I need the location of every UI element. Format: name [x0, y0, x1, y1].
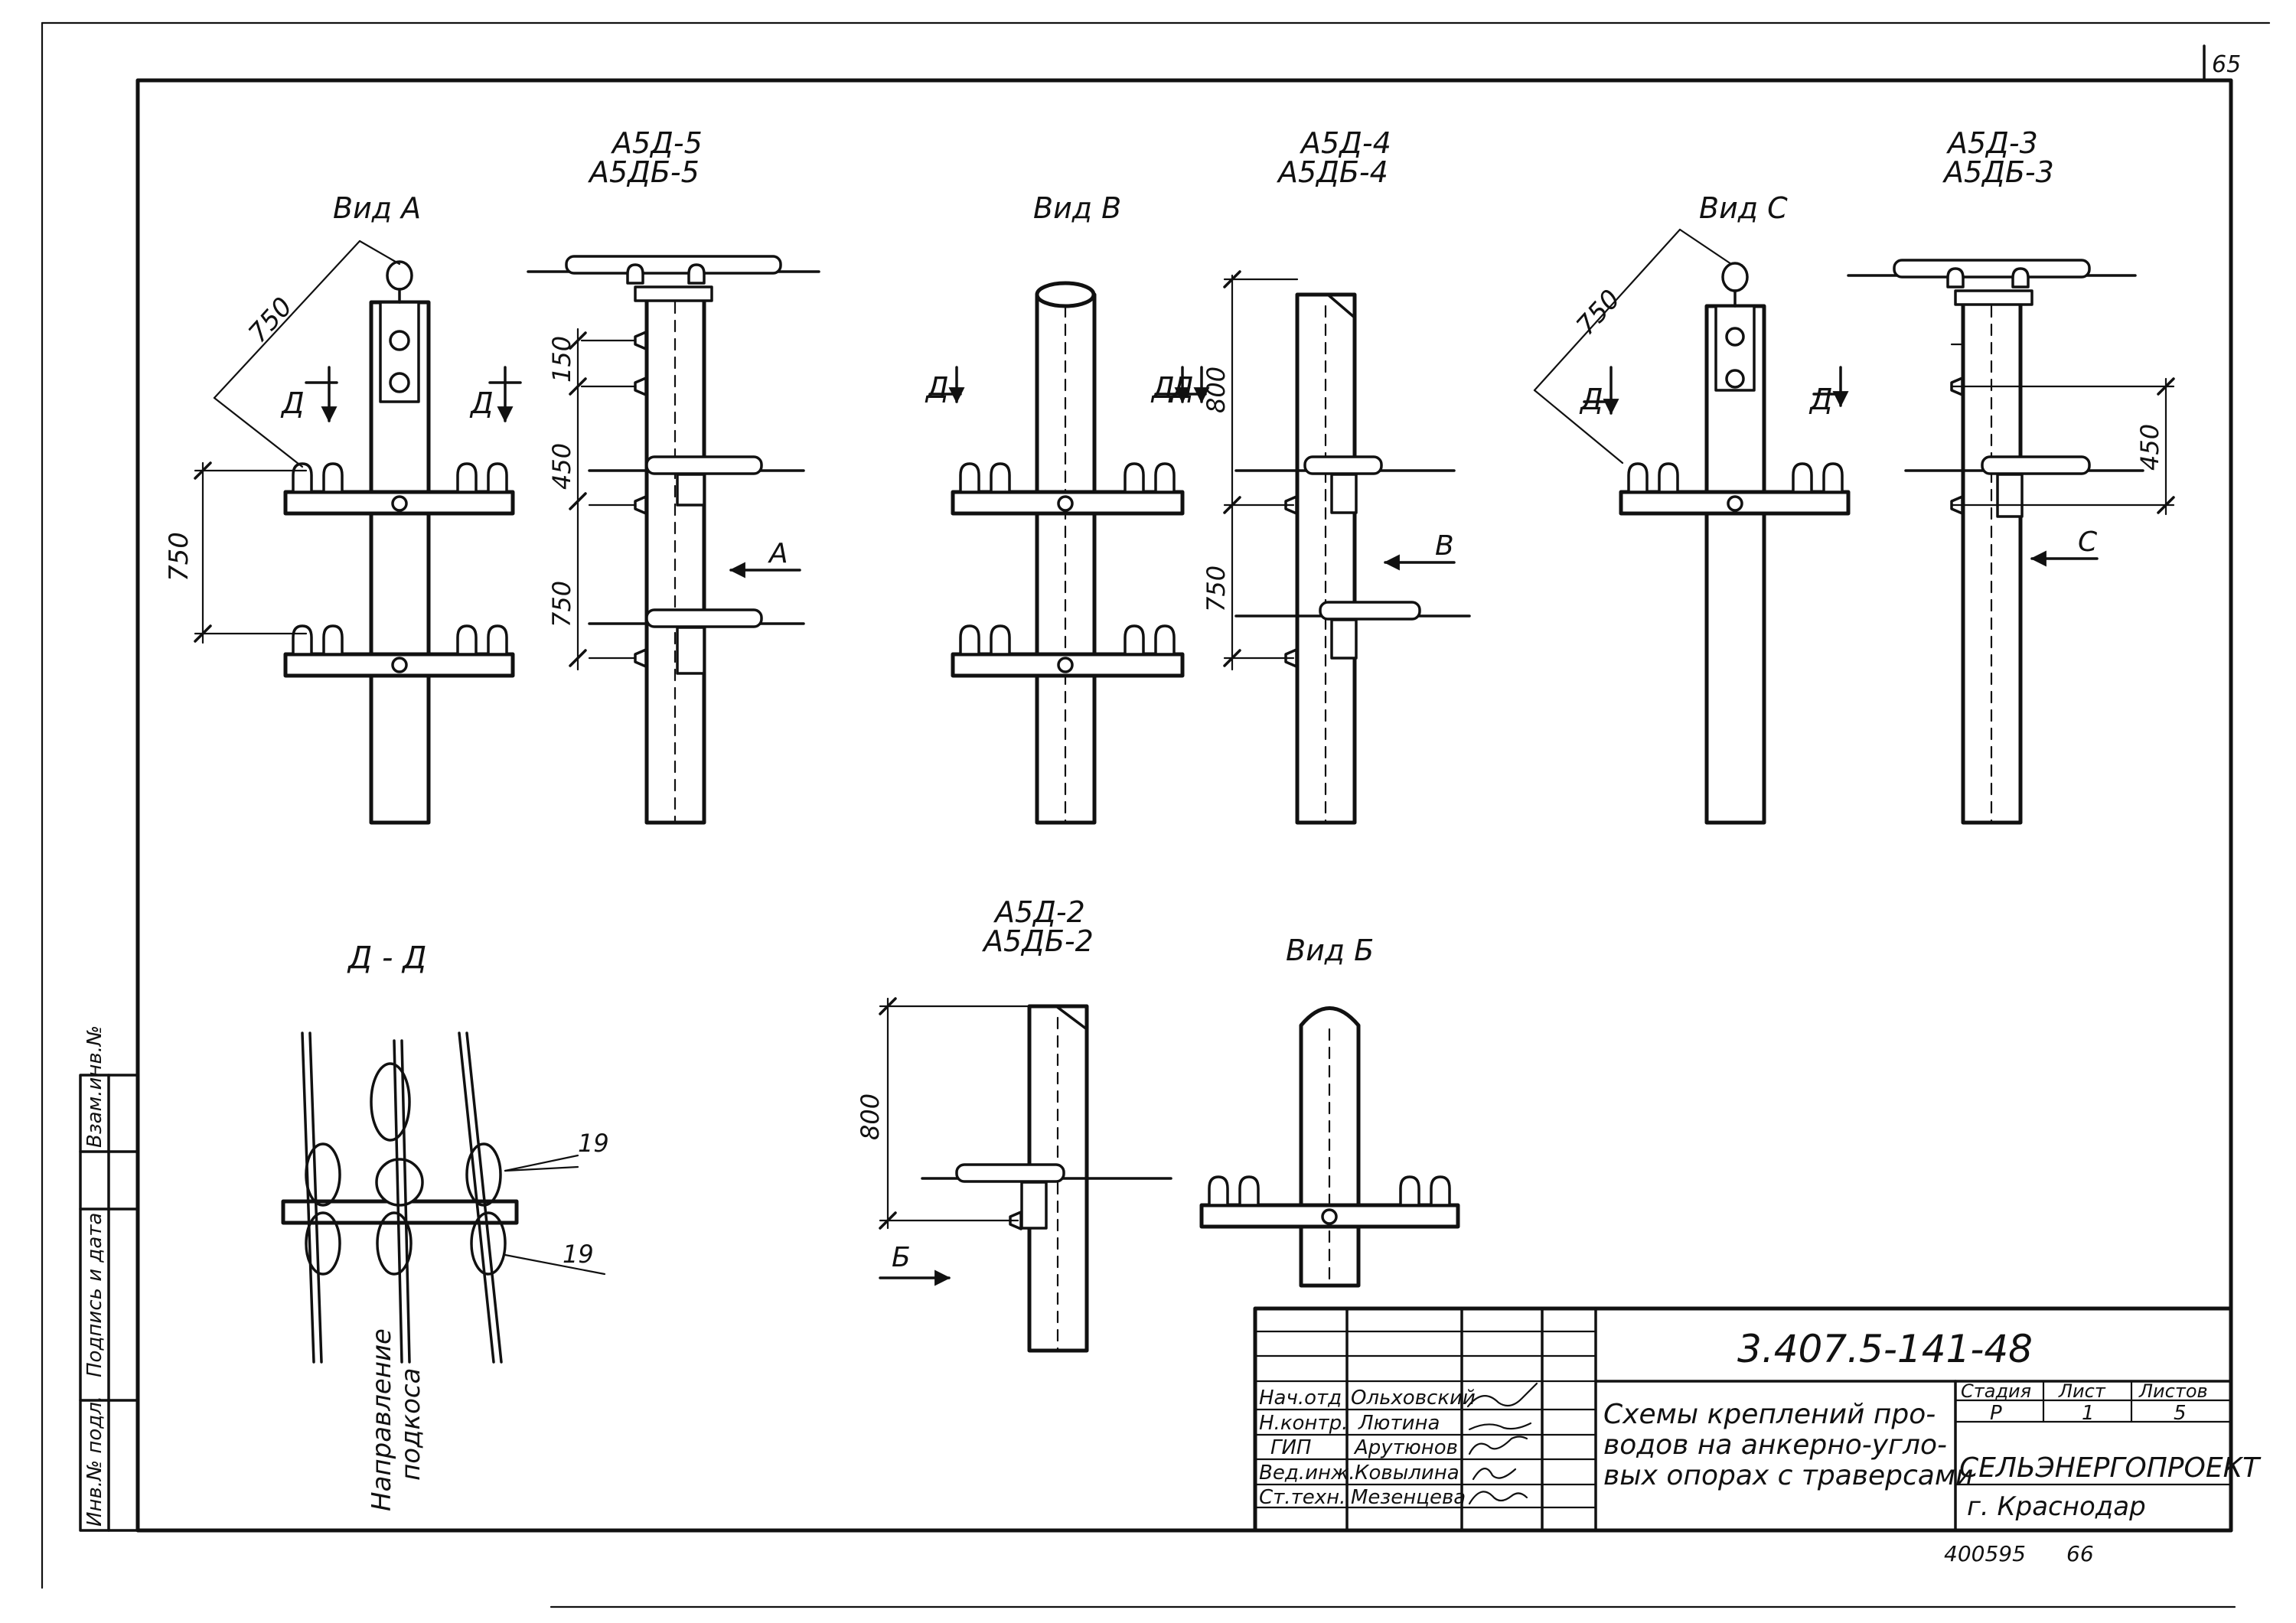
- a5d5-drawing: [527, 255, 820, 825]
- a5d5-title-1: А5Д-5: [610, 126, 703, 160]
- title-block-frame: [1253, 1306, 2233, 1533]
- view-b-lower-title: Вид Б: [1286, 934, 1374, 967]
- view-a-drawing: [194, 240, 522, 825]
- a5d2-title-2: А5ДБ-2: [981, 924, 1094, 958]
- view-a-title: Вид А: [333, 191, 421, 225]
- view-b-upper-drawing: [928, 281, 1191, 825]
- a5d5-title-2: А5ДБ-5: [587, 155, 700, 189]
- dim-750-diagonal: 750: [243, 292, 298, 349]
- a5d3-title-1: А5Д-3: [1945, 126, 2038, 160]
- marker-d-c-1: Д: [1579, 383, 1603, 416]
- dim-750-a5d4: 750: [1202, 565, 1231, 612]
- pos-19-lower: 19: [563, 1240, 594, 1269]
- section-dd-title: Д - Д: [347, 940, 426, 976]
- a5d2-drawing: [879, 997, 1172, 1353]
- name-3: Арутюнов: [1353, 1436, 1458, 1459]
- title-line-3: вых опорах с траверсами: [1603, 1460, 1973, 1491]
- name-1: Ольховский: [1351, 1387, 1476, 1410]
- section-dd-drawing: [281, 1031, 606, 1364]
- a5d2-title-1: А5Д-2: [993, 895, 1085, 929]
- org-city: г. Краснодар: [1967, 1491, 2146, 1522]
- dim-450-a5d3: 450: [2135, 424, 2164, 471]
- stamp-podpis-data: Подпись и дата: [83, 1213, 106, 1377]
- marker-a: А: [768, 538, 788, 569]
- view-c-title: Вид С: [1699, 191, 1788, 225]
- a5d3-drawing: [1847, 259, 2175, 825]
- sheets-header: Листов: [2138, 1380, 2208, 1402]
- marker-d-mid-2: Д: [1150, 371, 1175, 405]
- marker-d-a5d4: Д: [1169, 371, 1194, 405]
- marker-d-left-2: Д: [469, 386, 494, 420]
- stage-value: Р: [1990, 1402, 2002, 1425]
- name-2: Лютина: [1358, 1412, 1440, 1435]
- dim-750-vertical: 750: [164, 532, 194, 582]
- side-stamp: [79, 1074, 139, 1532]
- role-4: Вед.инж.: [1259, 1462, 1355, 1484]
- marker-d-mid-1: Д: [925, 371, 949, 405]
- dim-800-a5d2: 800: [856, 1093, 885, 1140]
- role-3: ГИП: [1270, 1436, 1312, 1459]
- role-1: Нач.отд: [1259, 1387, 1342, 1410]
- sheet-header: Лист: [2058, 1380, 2106, 1402]
- marker-d-left-1: Д: [280, 386, 305, 420]
- a5d4-drawing: [1173, 270, 1471, 825]
- name-4: Ковылина: [1355, 1462, 1459, 1484]
- stamp-vzam-inv: Взам.инв.№: [83, 1025, 106, 1148]
- marker-b: Б: [892, 1242, 911, 1273]
- marker-c: С: [2078, 526, 2098, 558]
- footer-number-2: 66: [2066, 1541, 2094, 1566]
- dim-450-a5d5: 450: [547, 443, 576, 490]
- dim-150: 150: [547, 336, 576, 383]
- title-line-2: водов на анкерно-угло-: [1603, 1429, 1947, 1461]
- title-line-1: Схемы креплений про-: [1603, 1399, 1936, 1430]
- section-note-2: подкоса: [396, 1368, 426, 1481]
- a5d4-title-1: А5Д-4: [1299, 126, 1391, 160]
- signatures: [1466, 1382, 1538, 1505]
- name-5: Мезенцева: [1351, 1486, 1466, 1509]
- pos-19-upper: 19: [578, 1129, 609, 1158]
- role-2: Н.контр.: [1259, 1412, 1348, 1435]
- a5d4-title-2: А5ДБ-4: [1276, 155, 1388, 189]
- a5d3-title-2: А5ДБ-3: [1942, 155, 2054, 189]
- marker-d-c-2: Д: [1808, 383, 1833, 416]
- stage-header: Стадия: [1961, 1380, 2031, 1402]
- dim-750-view-c: 750: [1570, 284, 1626, 341]
- footer-number: 400595: [1944, 1541, 2026, 1566]
- stamp-inv-podl: Инв.№ подл.: [83, 1396, 106, 1527]
- marker-v: В: [1435, 530, 1454, 562]
- sheet-value: 1: [2082, 1402, 2095, 1425]
- org-name: СЕЛЬЭНЕРГОПРОЕКТ: [1959, 1452, 2262, 1484]
- section-note-1: Направление: [367, 1328, 397, 1511]
- dim-800-a5d4: 800: [1202, 367, 1231, 413]
- dim-750-a5d5: 750: [547, 581, 576, 627]
- page-number: 65: [2212, 51, 2241, 78]
- sheet-frame: [41, 21, 2271, 1608]
- role-5: Ст.техн.: [1259, 1486, 1345, 1509]
- view-b-lower-drawing: [1199, 1006, 1460, 1288]
- view-b-upper-title: Вид В: [1033, 191, 1121, 225]
- view-c-drawing: [1533, 228, 1851, 825]
- designation: 3.407.5-141-48: [1737, 1327, 2033, 1371]
- sheets-value: 5: [2174, 1402, 2187, 1425]
